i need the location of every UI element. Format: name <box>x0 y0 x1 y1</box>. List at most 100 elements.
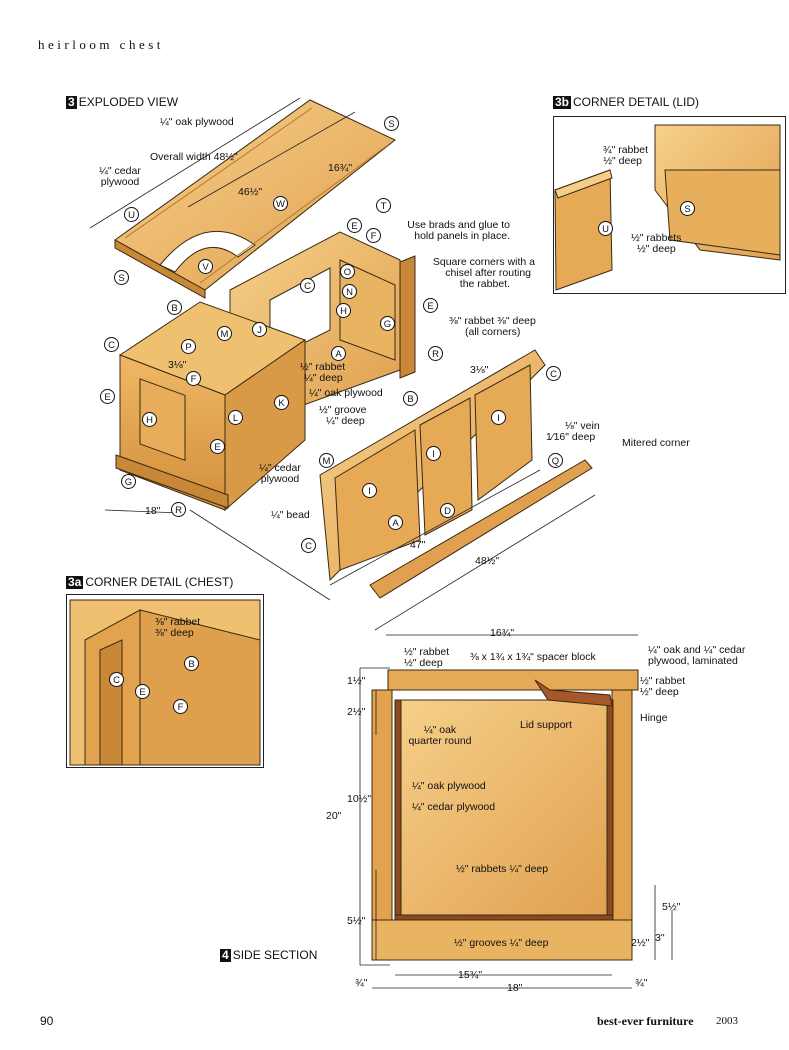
dim-47: 47" <box>410 539 426 551</box>
section-number: 4 <box>220 948 231 962</box>
part-callout: I <box>362 483 377 498</box>
note-rabbet-3-8: ⅜" rabbet ⅜" deep <box>449 315 536 327</box>
dim-48-1-2: 48½" <box>475 555 500 567</box>
section-title: CORNER DETAIL (LID) <box>573 95 700 109</box>
label-cedar-plywood-low-1: ¼" cedar <box>259 462 301 474</box>
part-callout: T <box>376 198 391 213</box>
section-number: 3 <box>66 95 77 109</box>
part-callout: O <box>340 264 355 279</box>
part-callout: N <box>342 284 357 299</box>
part-callout: F <box>173 699 188 714</box>
side-note-rabbet-r: ½" rabbet <box>640 675 686 687</box>
part-callout: U <box>598 221 613 236</box>
dim-18: 18" <box>145 505 161 517</box>
front-panel <box>319 349 546 582</box>
dim-3-1-8-left: 3⅛" <box>168 359 187 371</box>
part-callout: S <box>384 116 399 131</box>
part-callout: C <box>109 672 124 687</box>
side-dim-2-1-2-right: 2½" <box>631 937 650 949</box>
side-dim-18: 18" <box>507 982 523 994</box>
part-callout: C <box>104 337 119 352</box>
part-callout: E <box>210 439 225 454</box>
part-callout: F <box>366 228 381 243</box>
part-callout: B <box>167 300 182 315</box>
dim-3-1-8-right: 3⅛" <box>470 364 489 376</box>
side-note-rabbet-deep: ½" deep <box>404 657 443 669</box>
dim-46-1-2: 46½" <box>238 186 263 198</box>
part-callout: G <box>121 474 136 489</box>
part-callout: B <box>403 391 418 406</box>
side-note-hinge: Hinge <box>640 712 668 724</box>
side-note-rabbets-deep: ½" rabbets ¼" deep <box>456 863 549 875</box>
section-number: 3b <box>553 95 572 109</box>
part-callout: A <box>388 515 403 530</box>
part-callout: P <box>181 339 196 354</box>
note-brads-1: Use brads and glue to <box>407 219 510 231</box>
lid-note-rabbet: ¾" rabbet <box>602 144 648 156</box>
part-callout: F <box>186 371 201 386</box>
note-all-corners: (all corners) <box>465 326 521 338</box>
part-callout: A <box>331 346 346 361</box>
part-callout: E <box>347 218 362 233</box>
part-callout: K <box>274 395 289 410</box>
note-groove-deep: ¼" deep <box>326 415 365 427</box>
note-brads-2: hold panels in place. <box>414 230 510 242</box>
side-section-art <box>371 669 639 961</box>
label-cedar-plywood-2: plywood <box>100 176 140 188</box>
side-note-cedar-plywood: ¼" cedar plywood <box>412 801 496 813</box>
label-overall-width: Overall width 48½" <box>150 151 238 163</box>
running-header: heirloom chest <box>38 37 164 52</box>
side-note-laminated-2: plywood, laminated <box>648 655 738 667</box>
note-rabbet-1-4-deep: ¼" deep <box>304 372 343 384</box>
side-dimensions <box>359 634 673 989</box>
side-note-quarter-2: quarter round <box>408 735 472 747</box>
part-callout: D <box>440 503 455 518</box>
part-callout: I <box>491 410 506 425</box>
corner-detail-chest-box <box>66 594 264 768</box>
side-dim-3-4-right: ¾" <box>635 977 648 989</box>
note-square-2: chisel after routing <box>445 267 531 279</box>
part-callout: C <box>300 278 315 293</box>
lid-note-rabbets-deep: ½" deep <box>637 243 676 255</box>
part-callout: R <box>428 346 443 361</box>
chest-note-rabbet: ⅜" rabbet <box>155 616 201 628</box>
part-callout: L <box>228 410 243 425</box>
part-callout: C <box>301 538 316 553</box>
part-callout: H <box>336 303 351 318</box>
front-trim <box>369 459 593 599</box>
note-vein: ⅛" vein <box>565 420 600 432</box>
corner-chest-art <box>69 599 261 766</box>
part-callout: M <box>217 326 232 341</box>
part-callout: G <box>380 316 395 331</box>
side-dim-5-1-2: 5½" <box>347 915 366 927</box>
note-square-1: Square corners with a <box>432 256 535 268</box>
label-oak-plywood: ¼" oak plywood <box>160 116 234 128</box>
part-callout: R <box>171 502 186 517</box>
note-rabbet-1-2: ½" rabbet <box>300 361 346 373</box>
label-cedar-plywood-1: ¼" cedar <box>99 165 141 177</box>
side-dim-2-1-2: 2½" <box>347 706 366 718</box>
part-callout: I <box>426 446 441 461</box>
side-note-laminated-1: ¼" oak and ¼" cedar <box>648 644 746 656</box>
side-dim-top: 16¾" <box>490 627 515 639</box>
section-title: EXPLODED VIEW <box>78 95 179 109</box>
exploded-dimensions <box>89 97 596 631</box>
part-callout: B <box>184 656 199 671</box>
page-number: 90 <box>40 1014 54 1028</box>
side-note-spacer: ⅜ x 1¾ x 1¾" spacer block <box>470 651 596 663</box>
part-callout: U <box>124 207 139 222</box>
side-dim-20: 20" <box>326 810 342 822</box>
carcass-left-end <box>115 301 307 512</box>
part-callout: E <box>423 298 438 313</box>
label-oak-plywood-mid: ¼" oak plywood <box>309 387 383 399</box>
section-title: SIDE SECTION <box>232 948 318 962</box>
side-dim-3: 3" <box>655 932 665 944</box>
footer-brand: best-ever furniture <box>597 1014 694 1028</box>
lid-note-rabbets: ½" rabbets <box>631 232 682 244</box>
part-callout: Q <box>548 453 563 468</box>
label-bead: ¼" bead <box>271 509 310 521</box>
